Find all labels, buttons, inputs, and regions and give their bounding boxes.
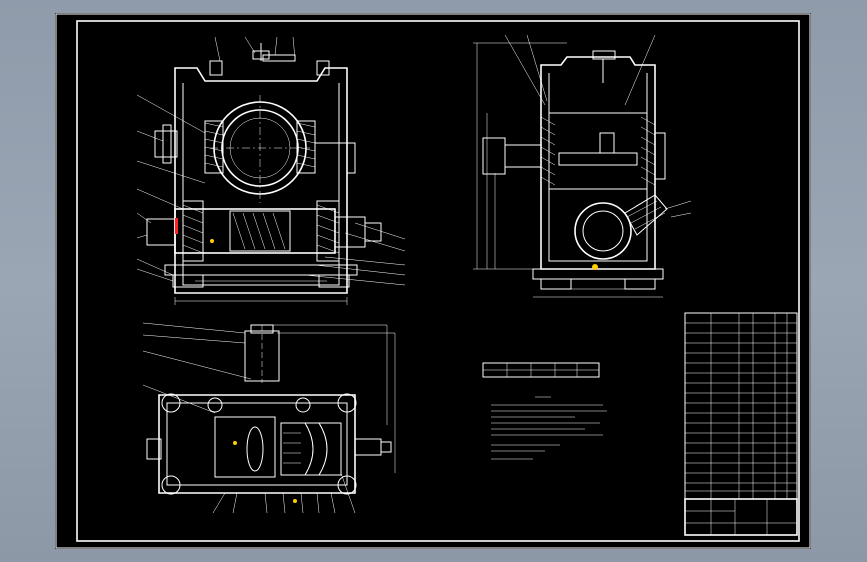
front-view — [136, 36, 406, 305]
sheet-border — [55, 13, 811, 549]
cad-drawing — [55, 13, 811, 549]
parameter-table — [482, 362, 600, 378]
side-view — [473, 34, 692, 298]
technical-notes — [491, 396, 607, 460]
drawing-frame — [76, 20, 800, 542]
top-view — [142, 322, 396, 514]
drawing-sheet — [55, 13, 811, 549]
parts-list — [684, 312, 798, 536]
